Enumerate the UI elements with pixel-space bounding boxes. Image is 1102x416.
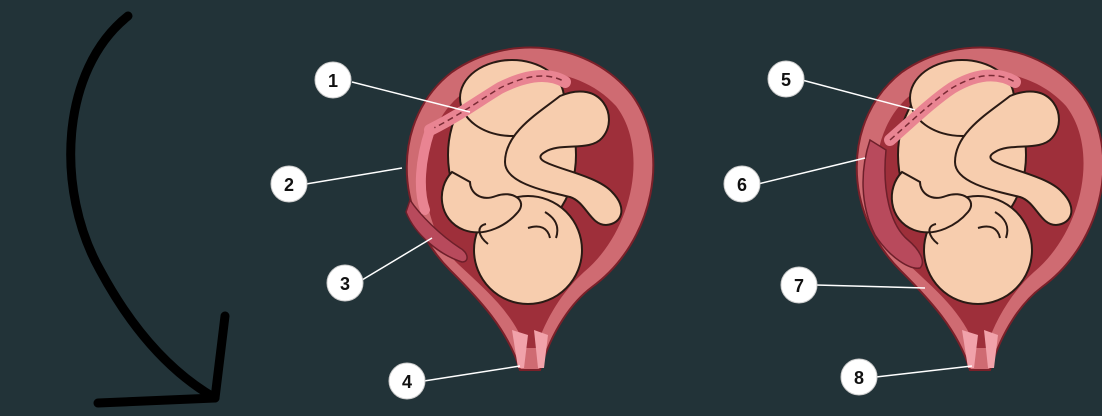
callout-7-label: 7 (794, 276, 804, 296)
callout-8: 8 (841, 359, 877, 395)
callout-6: 6 (724, 166, 760, 202)
callout-4: 4 (389, 363, 425, 399)
callout-5: 5 (768, 61, 804, 97)
callout-3: 3 (327, 265, 363, 301)
callout-2: 2 (271, 166, 307, 202)
callout-3-label: 3 (340, 274, 350, 294)
callout-4-label: 4 (402, 372, 412, 392)
callout-8-label: 8 (854, 368, 864, 388)
callout-5-label: 5 (781, 70, 791, 90)
callout-6-label: 6 (737, 175, 747, 195)
callout-2-label: 2 (284, 175, 294, 195)
callout-1-label: 1 (328, 71, 338, 91)
callout-1: 1 (315, 62, 351, 98)
callout-7: 7 (781, 267, 817, 303)
